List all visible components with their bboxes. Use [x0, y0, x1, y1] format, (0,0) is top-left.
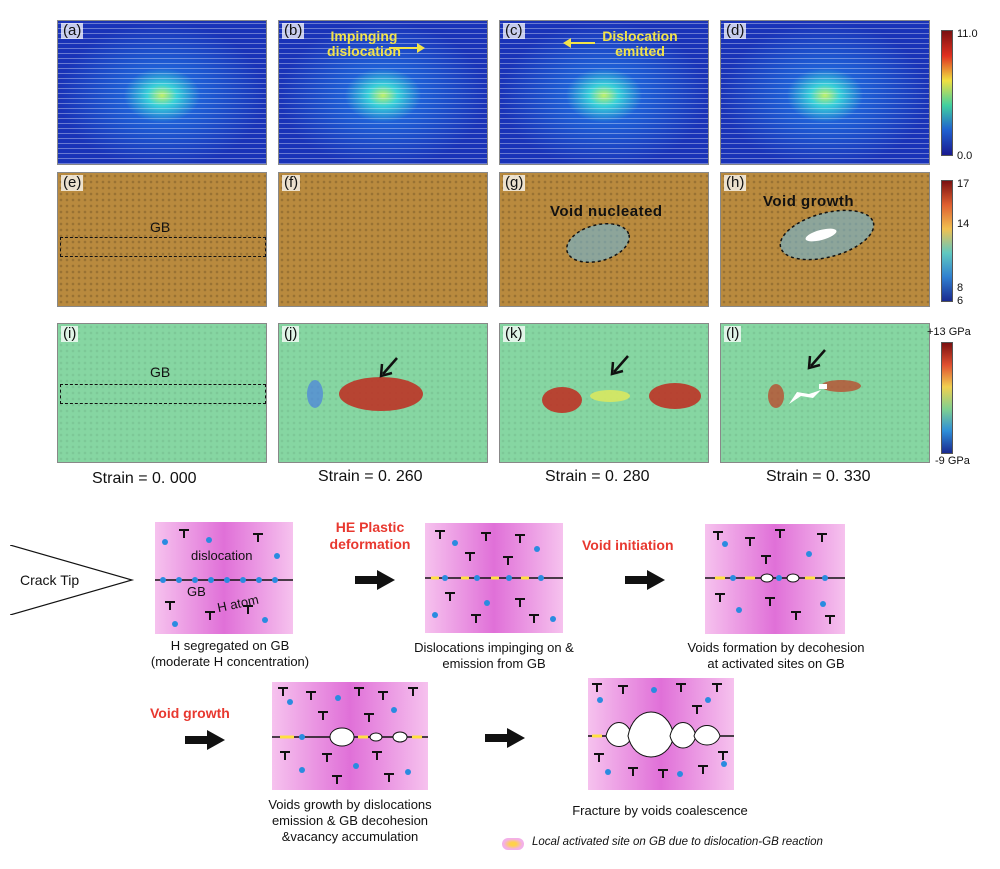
panel-label: (c) — [503, 22, 525, 39]
panel-j: (j) — [278, 323, 488, 463]
panel-h: (h) Void growth — [720, 172, 930, 307]
arrow-icon — [485, 728, 525, 748]
stage3-label: Void initiation — [582, 537, 674, 553]
panel-label: (a) — [61, 22, 84, 39]
dislocation-label: dislocation — [191, 548, 253, 563]
colorbar-max: +13 GPa — [927, 326, 971, 338]
strain-label: Strain = 0. 000 — [92, 470, 197, 487]
strain-label: Strain = 0. 280 — [545, 468, 650, 485]
stage2-label: HE Plastic deformation — [329, 519, 411, 552]
panel-label: (h) — [724, 174, 747, 191]
colorbar-max: 11.0 — [957, 28, 978, 40]
panel-label: (e) — [61, 174, 84, 191]
gb-label: GB — [150, 364, 171, 380]
colorbar-row2 — [941, 180, 953, 302]
stage5-schematic — [588, 678, 734, 790]
arrow-icon — [185, 730, 225, 750]
void-growth-label: Void growth — [763, 193, 855, 210]
stress-field — [307, 357, 423, 411]
panel-f: (f) — [278, 172, 488, 307]
colorbar-row3 — [941, 342, 953, 454]
panel-d: (d) — [720, 20, 930, 165]
panel-c: (c) Dislocation emitted — [499, 20, 709, 165]
panel-i: (i) GB — [57, 323, 267, 463]
panel-label: (b) — [282, 22, 305, 39]
gb-region-box — [60, 384, 266, 404]
panel-label: (k) — [503, 325, 525, 342]
arrow-icon — [355, 570, 395, 590]
stage2-schematic — [425, 523, 563, 633]
stage1-schematic: dislocation GB H atom — [155, 522, 293, 634]
colorbar-min: -9 GPa — [935, 455, 970, 467]
legend-label: Local activated site on GB due to disloc… — [532, 836, 823, 848]
stage1-caption: H segregated on GB (moderate H concentra… — [150, 638, 310, 669]
void-region-ellipse — [779, 209, 875, 261]
panel-label: (d) — [724, 22, 747, 39]
stage4-label: Void growth — [150, 705, 230, 721]
panel-g: (g) Void nucleated — [499, 172, 709, 307]
panel-label: (i) — [61, 325, 79, 342]
impinging-dislocation-label: Impinging dislocation — [327, 28, 401, 59]
panel-k: (k) — [499, 323, 709, 463]
gb-label: GB — [187, 584, 206, 599]
panel-label: (g) — [503, 174, 526, 191]
panel-label: (j) — [282, 325, 300, 342]
dislocation-emitted-label: Dislocation emitted — [602, 28, 678, 59]
gb-label: GB — [150, 219, 171, 235]
stress-field — [542, 355, 701, 413]
crack-tip-label: Crack Tip — [20, 572, 80, 588]
colorbar-tick-8: 8 — [957, 282, 964, 294]
panel-a: (a) — [57, 20, 267, 165]
panel-b: (b) Impinging dislocation — [278, 20, 488, 165]
void-region-ellipse — [565, 222, 631, 264]
stage5-caption: Fracture by voids coalescence — [572, 803, 748, 818]
stress-field — [768, 349, 861, 408]
stage4-caption: Voids growth by dislocations emission & … — [268, 797, 432, 844]
colorbar-tick-6: 6 — [957, 295, 964, 307]
void-nucleated-label: Void nucleated — [550, 203, 663, 220]
gb-region-box — [60, 237, 266, 257]
arrow-icon — [563, 38, 595, 48]
stage4-schematic — [272, 682, 428, 790]
colorbar-min: 0.0 — [957, 150, 973, 162]
stage3-caption: Voids formation by decohesion at activat… — [687, 640, 865, 671]
activated-site-icon — [502, 838, 524, 850]
panel-label: (l) — [724, 325, 742, 342]
panel-l: (l) — [720, 323, 930, 463]
strain-label: Strain = 0. 330 — [766, 468, 871, 485]
arrow-icon — [625, 570, 665, 590]
colorbar-tick-17: 17 — [957, 178, 970, 190]
colorbar-tick-14: 14 — [957, 218, 970, 230]
crack-tip-wedge — [10, 545, 135, 615]
strain-label: Strain = 0. 260 — [318, 468, 423, 485]
panel-label: (f) — [282, 174, 301, 191]
stage3-schematic — [705, 524, 845, 634]
panel-e: (e) GB — [57, 172, 267, 307]
arrow-icon — [389, 43, 425, 53]
stage2-caption: Dislocations impinging on & emission fro… — [414, 640, 574, 671]
colorbar-row1 — [941, 30, 953, 156]
